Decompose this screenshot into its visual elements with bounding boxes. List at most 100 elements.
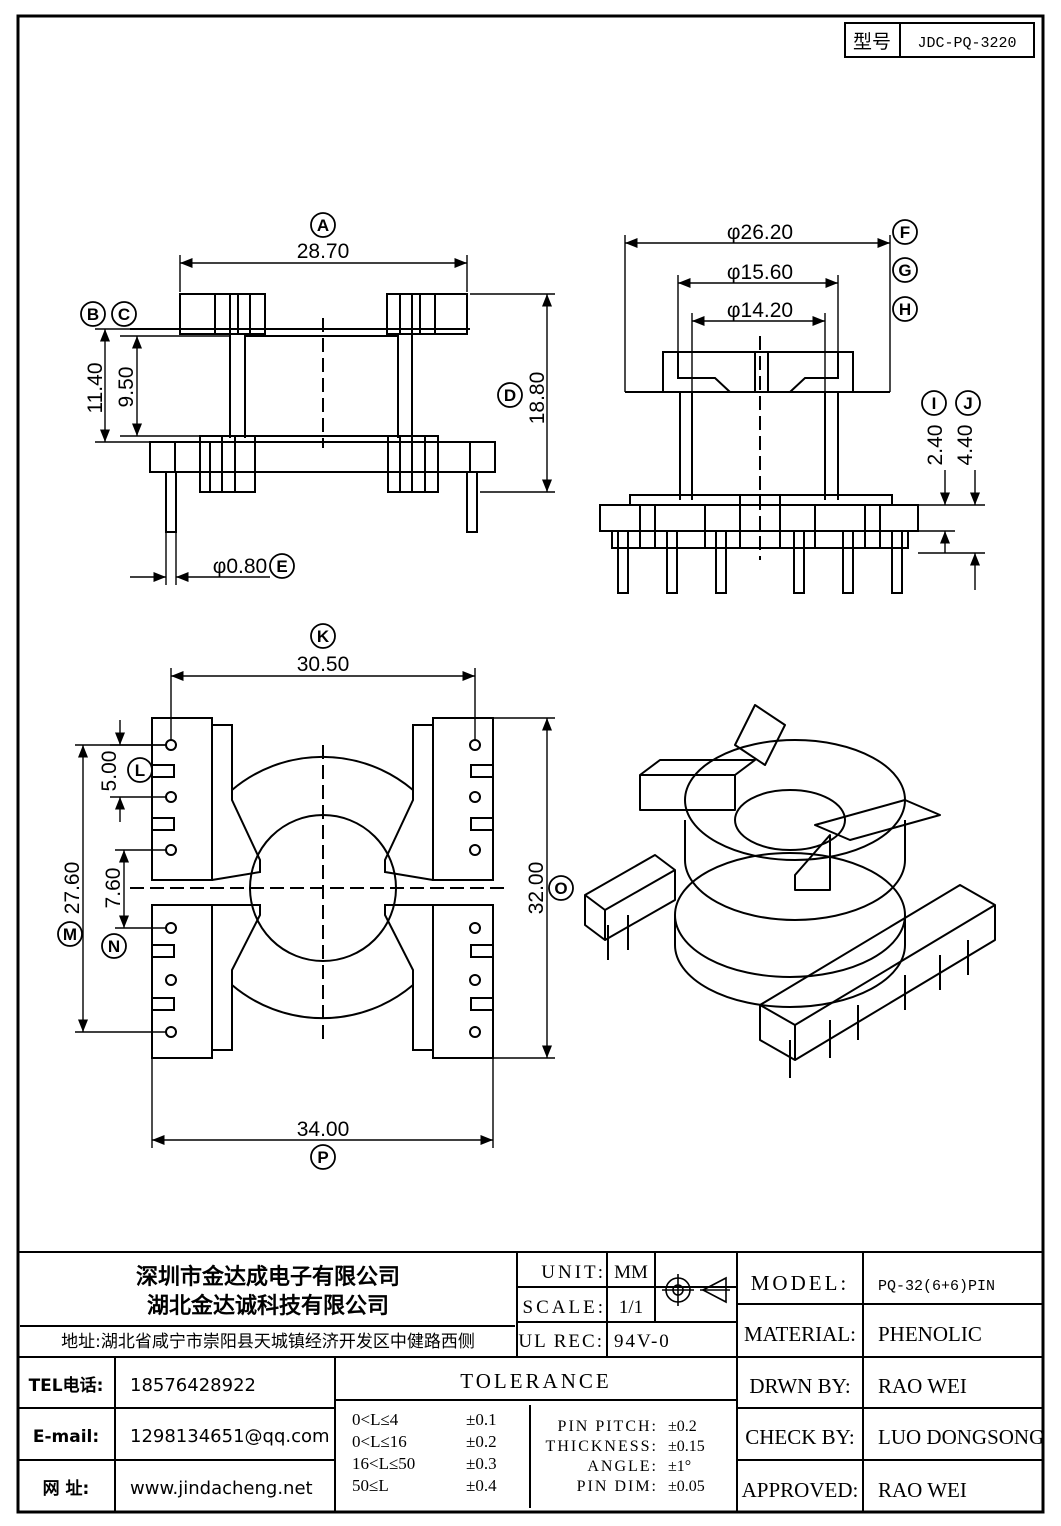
tolerance-range: 16<L≤50 bbox=[352, 1454, 415, 1473]
tolerance-value: ±0.3 bbox=[466, 1454, 497, 1473]
callout-circle-o bbox=[548, 875, 574, 901]
info-label: CHECK BY: bbox=[745, 1425, 855, 1449]
tolerance-title: TOLERANCE bbox=[460, 1369, 611, 1393]
tolerance-extra-value: ±0.15 bbox=[668, 1438, 705, 1455]
callout-letter-i: I bbox=[932, 394, 937, 413]
scale-label: SCALE: bbox=[523, 1297, 606, 1318]
dim-d-value: 18.80 bbox=[526, 372, 549, 425]
dim-a-value: 28.70 bbox=[297, 240, 350, 263]
isometric-view bbox=[584, 704, 996, 1078]
info-label: MATERIAL: bbox=[744, 1322, 856, 1346]
callout-circle-a bbox=[310, 212, 336, 238]
callout-letter-g: G bbox=[898, 261, 911, 280]
dim-l-value: 5.00 bbox=[98, 751, 121, 792]
tolerance-extra-value: ±1° bbox=[668, 1458, 691, 1475]
callout-circle-h bbox=[892, 296, 918, 322]
callout-circle-b bbox=[80, 301, 106, 327]
callout-letter-l: L bbox=[135, 761, 145, 780]
model-box-label: 型号 bbox=[853, 31, 891, 53]
info-label: DRWN BY: bbox=[749, 1374, 850, 1398]
info-value: PHENOLIC bbox=[878, 1322, 982, 1346]
dim-e-value: φ0.80 bbox=[213, 555, 268, 578]
callout-letter-n: N bbox=[108, 937, 120, 956]
info-value: PQ-32(6+6)PIN bbox=[878, 1278, 995, 1295]
dim-o-value: 32.00 bbox=[525, 862, 548, 915]
callout-circle-l bbox=[127, 757, 153, 783]
dim-h-value: φ14.20 bbox=[727, 299, 793, 322]
dims-top-view bbox=[75, 668, 555, 1148]
info-value: LUO DONGSONG bbox=[878, 1425, 1044, 1449]
callout-letter-j: J bbox=[963, 394, 972, 413]
website-label: 网 址: bbox=[43, 1479, 90, 1499]
model-box: 型号 JDC-PQ-3220 bbox=[844, 22, 1035, 58]
tolerance-extra-value: ±0.2 bbox=[668, 1418, 697, 1435]
callout-letter-f: F bbox=[900, 223, 910, 242]
callout-letter-e: E bbox=[276, 557, 287, 576]
dims-left-view bbox=[95, 255, 555, 585]
tolerance-rows: 0<L≤4±0.10<L≤16±0.216<L≤50±0.350≤L±0.4PI… bbox=[352, 1410, 705, 1495]
front-view-right bbox=[599, 336, 919, 594]
dims-front-view bbox=[624, 235, 985, 590]
sheet-border bbox=[16, 14, 1045, 1514]
tel-label: TEL电话: bbox=[29, 1375, 104, 1396]
dim-b-value: 11.40 bbox=[84, 363, 107, 414]
ul-value: 94V-0 bbox=[614, 1331, 671, 1352]
callout-circle-f bbox=[892, 219, 918, 245]
company-name-1: 深圳市金达成电子有限公司 bbox=[136, 1264, 400, 1290]
side-view-left bbox=[130, 293, 496, 533]
callout-circle-n bbox=[101, 933, 127, 959]
projection-symbol-icon bbox=[662, 1274, 730, 1306]
info-rows: MODEL: PQ-32(6+6)PIN MATERIAL: PHENOLIC DRWN… bbox=[742, 1271, 1045, 1502]
email-value: 1298134651@qq.com bbox=[130, 1426, 330, 1447]
company-name-2: 湖北金达诚科技有限公司 bbox=[147, 1293, 389, 1319]
dim-c-value: 9.50 bbox=[115, 367, 138, 408]
callout-circle-k bbox=[310, 623, 336, 649]
callout-letter-d: D bbox=[504, 386, 516, 405]
tolerance-extra-label: PIN PITCH: bbox=[558, 1418, 658, 1435]
info-value: RAO WEI bbox=[878, 1374, 967, 1398]
callout-letter-o: O bbox=[554, 879, 567, 898]
callout-circle-e bbox=[269, 553, 295, 579]
email-label: E-mail: bbox=[33, 1427, 99, 1447]
scale-value: 1/1 bbox=[619, 1297, 643, 1318]
callout-circle-p bbox=[310, 1144, 336, 1170]
top-view bbox=[130, 717, 510, 1059]
callout-letter-a: A bbox=[317, 216, 329, 235]
callout-circle-g bbox=[892, 257, 918, 283]
dim-p-value: 34.00 bbox=[297, 1118, 350, 1141]
dim-j-value: 4.40 bbox=[954, 425, 977, 466]
callout-circle-i bbox=[921, 390, 947, 416]
callout-letter-k: K bbox=[317, 627, 330, 646]
dim-i-value: 2.40 bbox=[924, 425, 947, 466]
tolerance-value: ±0.1 bbox=[466, 1410, 497, 1429]
callout-letter-h: H bbox=[899, 300, 911, 319]
dim-n-value: 7.60 bbox=[102, 868, 125, 909]
tolerance-range: 0<L≤4 bbox=[352, 1410, 399, 1429]
unit-label: UNIT: bbox=[541, 1262, 606, 1283]
dim-k-value: 30.50 bbox=[297, 653, 350, 676]
tel-value: 18576428922 bbox=[130, 1375, 256, 1396]
tolerance-extra-label: ANGLE: bbox=[587, 1458, 658, 1475]
tolerance-range: 50≤L bbox=[352, 1476, 389, 1495]
company-address: 地址:湖北省咸宁市崇阳县天城镇经济开发区中健路西侧 bbox=[61, 1332, 475, 1352]
info-label: MODEL: bbox=[751, 1271, 850, 1295]
title-block bbox=[18, 1251, 1043, 1512]
tolerance-value: ±0.2 bbox=[466, 1432, 497, 1451]
dim-m-value: 27.60 bbox=[61, 862, 84, 915]
callout-letter-b: B bbox=[87, 305, 99, 324]
info-label: APPROVED: bbox=[742, 1478, 859, 1502]
model-box-value: JDC-PQ-3220 bbox=[917, 35, 1016, 52]
info-value: RAO WEI bbox=[878, 1478, 967, 1502]
callout-circle-j bbox=[955, 390, 981, 416]
tolerance-value: ±0.4 bbox=[466, 1476, 497, 1495]
unit-value: MM bbox=[614, 1262, 648, 1283]
ul-label: UL REC: bbox=[518, 1331, 604, 1352]
callout-letter-c: C bbox=[118, 305, 130, 324]
callout-letter-p: P bbox=[317, 1148, 328, 1167]
dim-g-value: φ15.60 bbox=[727, 261, 793, 284]
tolerance-extra-label: PIN DIM: bbox=[577, 1478, 658, 1495]
website-value: www.jindacheng.net bbox=[130, 1478, 313, 1499]
callout-circle-m bbox=[57, 921, 83, 947]
